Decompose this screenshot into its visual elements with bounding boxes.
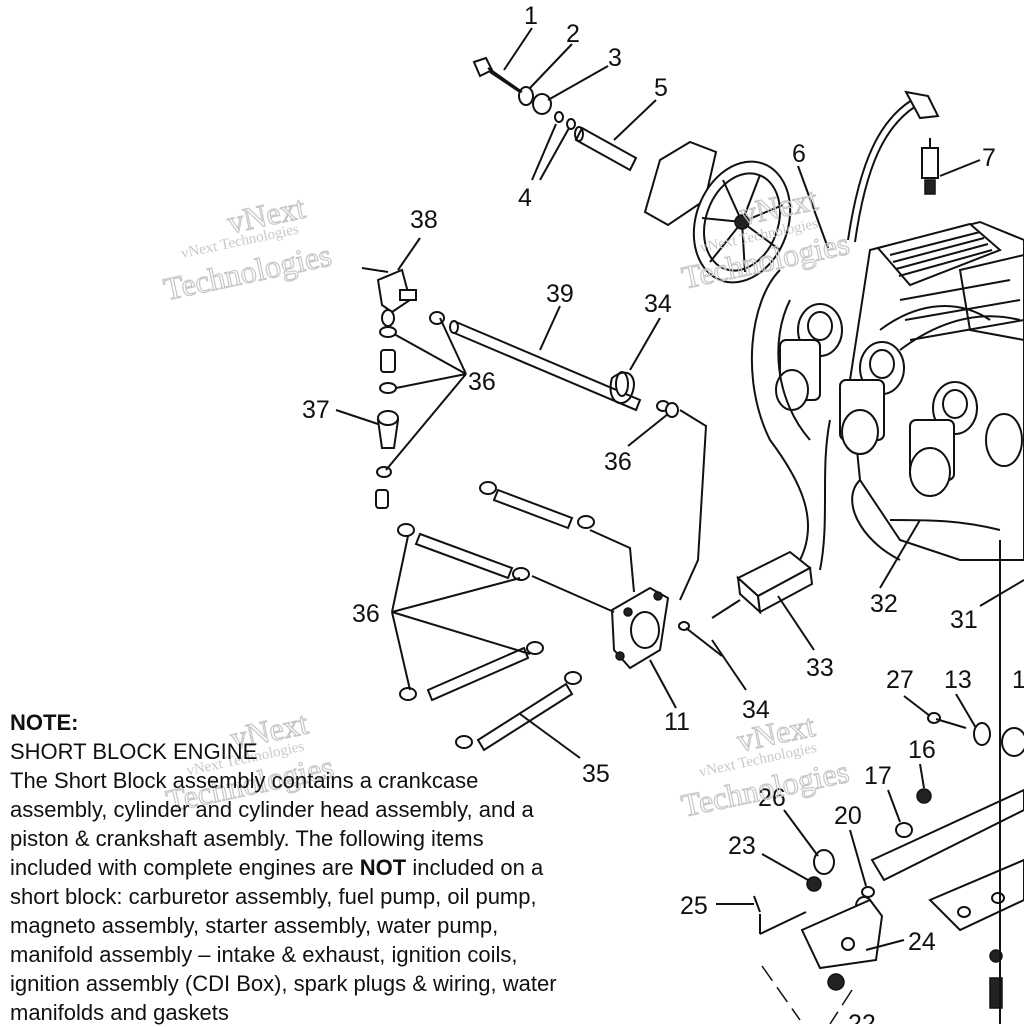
- callout-31: 31: [950, 606, 978, 634]
- callout-11: 11: [664, 708, 690, 736]
- sleeve-part: [574, 126, 638, 172]
- callout-7: 7: [982, 144, 996, 172]
- callout-2: 2: [566, 20, 580, 48]
- carburetor-3: [909, 381, 1023, 497]
- callout-22: 22: [848, 1010, 876, 1024]
- carburetor-2: [839, 341, 905, 455]
- fuel-line-part: [449, 320, 708, 601]
- callout-39: 39: [546, 280, 574, 308]
- callout-27: 27: [886, 666, 914, 694]
- callout-34-bottom: 34: [742, 696, 770, 724]
- bolt-part-34: [678, 621, 723, 657]
- callout-38: 38: [410, 206, 438, 234]
- fuel-pump-part: [361, 267, 417, 327]
- callout-35: 35: [582, 760, 610, 788]
- callout-20: 20: [834, 802, 862, 830]
- callout-13: 13: [944, 666, 972, 694]
- leader-lines: [335, 27, 1024, 951]
- callout-37: 37: [302, 396, 330, 424]
- spark-plug-part: [921, 138, 939, 195]
- fuel-line-clamps: [375, 311, 445, 509]
- watermark-1: vNext vNext Technologies Technologies: [160, 188, 335, 307]
- o-ring-part: [554, 111, 564, 123]
- washer-part: [518, 86, 534, 106]
- nut-part: [532, 93, 552, 115]
- o-ring-part-2: [566, 118, 576, 130]
- engine-block: [750, 220, 1024, 571]
- note-body-part-2: included on a short block: carburetor as…: [10, 855, 557, 1025]
- callout-4: 4: [518, 184, 532, 212]
- oil-line-parts: [397, 481, 635, 752]
- callout-1: 1: [524, 2, 538, 30]
- note-body: The Short Block assembly contains a cran…: [10, 766, 570, 1027]
- spark-plug-wire: [847, 90, 940, 243]
- callout-17: 17: [864, 762, 892, 790]
- callout-24: 24: [908, 928, 936, 956]
- callout-labels: 1 2 3 4 5 6 7 38 39 34 36 37 36 36 32 31…: [302, 2, 1024, 1024]
- short-block-note: NOTE: SHORT BLOCK ENGINE The Short Block…: [10, 708, 570, 1027]
- watermark-4: vNext vNext Technologies Technologies: [677, 707, 852, 825]
- callout-26: 26: [758, 784, 786, 812]
- oil-pump-part: [610, 586, 670, 670]
- callout-32: 32: [870, 590, 898, 618]
- tie-strap-part: [609, 371, 635, 405]
- bolt-part: [472, 56, 523, 93]
- callout-3: 3: [608, 44, 622, 72]
- callout-33: 33: [806, 654, 834, 682]
- carburetor-1: [775, 303, 843, 411]
- engine-mount-parts: [753, 540, 1024, 1024]
- callout-1-right: 1: [1012, 666, 1024, 694]
- callout-5: 5: [654, 74, 668, 102]
- callout-25: 25: [680, 892, 708, 920]
- note-body-part-1: The Short Block assembly contains a cran…: [10, 768, 534, 880]
- drive-clutch-part: [643, 140, 792, 284]
- callout-36-left: 36: [352, 600, 380, 628]
- callout-6: 6: [792, 140, 806, 168]
- callout-36-top: 36: [468, 368, 496, 396]
- note-subtitle: SHORT BLOCK ENGINE: [10, 739, 258, 764]
- note-title: NOTE:: [10, 710, 79, 735]
- callout-23: 23: [728, 832, 756, 860]
- note-not-emphasis: NOT: [359, 855, 407, 880]
- cdi-box-part: [711, 550, 814, 619]
- callout-34-top: 34: [644, 290, 672, 318]
- callout-16: 16: [908, 736, 936, 764]
- callout-36-right: 36: [604, 448, 632, 476]
